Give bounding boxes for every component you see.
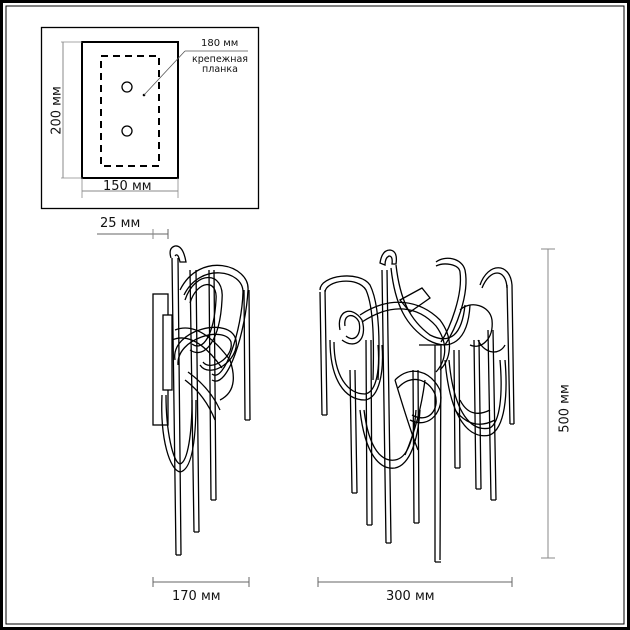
front-width-dimension [317,577,513,587]
top-view-height-label: 200 мм [49,86,65,135]
mount-hole-icon [121,125,133,137]
front-view-lamp [319,249,515,563]
depth-dimension [97,229,169,239]
front-height-label: 500 мм [557,384,573,433]
mounting-plate-size-label: 180 мм [201,38,239,49]
mounting-plate-caption-line1: крепежная [192,54,248,65]
side-width-label: 170 мм [172,589,221,604]
top-view-width-label: 150 мм [103,179,152,194]
side-width-dimension [152,577,250,587]
side-depth-label: 25 мм [100,216,141,231]
side-view-lamp [152,245,251,556]
mount-hole-icon [121,81,133,93]
front-height-dimension [541,248,555,559]
top-view-inset [40,26,260,210]
mounting-plate-caption-line2: планка [202,64,238,75]
front-width-label: 300 мм [386,589,435,604]
